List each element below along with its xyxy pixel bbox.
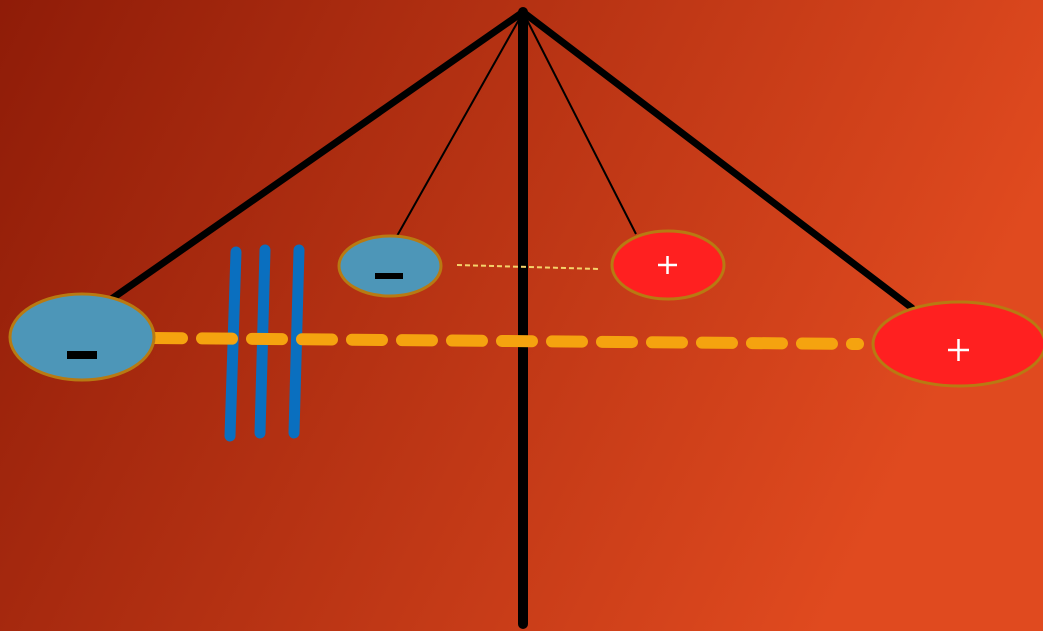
- small-negative-ellipse: [339, 236, 441, 296]
- small-negative-charge: [339, 236, 441, 296]
- small-negative-sign: [375, 273, 403, 279]
- large-field-line: [152, 338, 858, 344]
- large-negative-charge: [10, 294, 154, 380]
- large-positive-charge: [873, 302, 1043, 386]
- large-negative-sign: [67, 351, 97, 359]
- small-positive-charge: [612, 231, 724, 299]
- large-negative-ellipse: [10, 294, 154, 380]
